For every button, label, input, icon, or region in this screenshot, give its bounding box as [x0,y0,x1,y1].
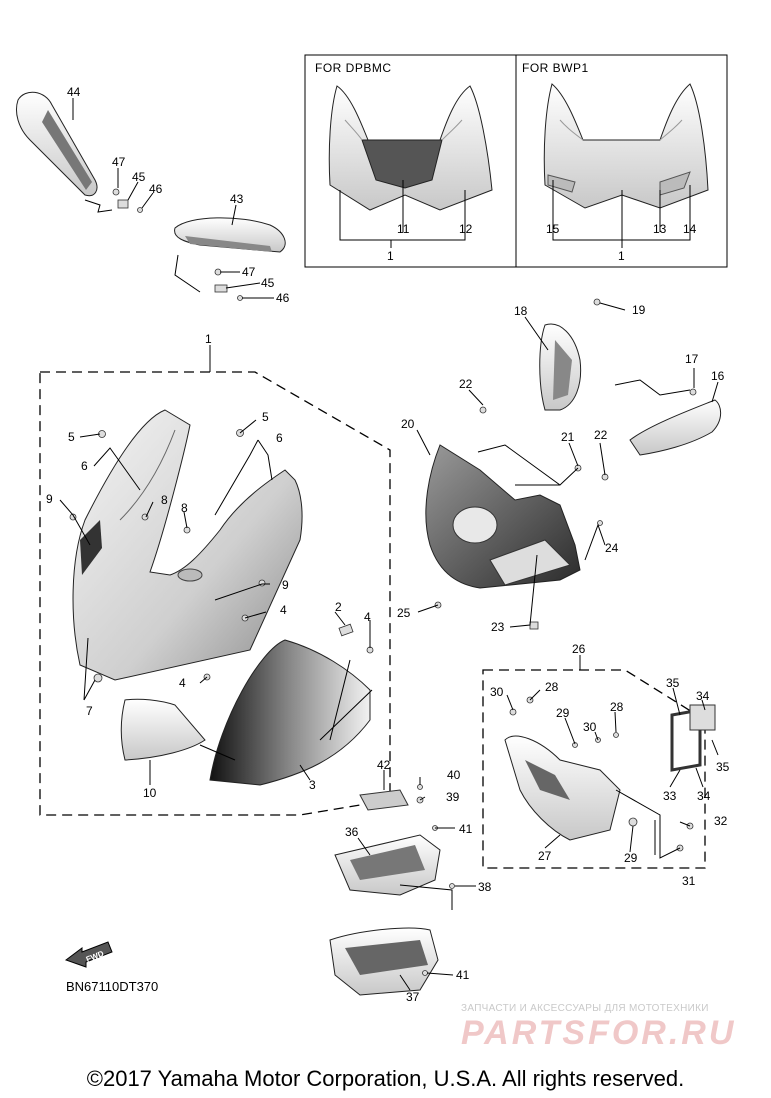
callout-4-right: 4 [364,610,371,624]
inner-frame-illustration [425,406,609,630]
callout-10: 10 [143,786,157,800]
callout-36: 36 [345,825,359,839]
callout-4-upper: 4 [280,603,287,617]
callout-41-bottom: 41 [456,968,470,982]
callout-47-mid: 47 [242,265,256,279]
callout-30-left: 30 [490,685,504,699]
callout-20: 20 [401,417,415,431]
callout-13: 13 [653,222,667,236]
callout-2: 2 [335,600,342,614]
callout-8-left: 8 [161,493,168,507]
callout-46-mid: 46 [276,291,290,305]
mirror-left-illustration [16,91,143,213]
position-light-illustration [614,379,722,456]
callout-28-right: 28 [610,700,624,714]
callout-6-left: 6 [81,459,88,473]
cowl-bwp1-illustration [543,83,709,209]
callout-22-right: 22 [594,428,608,442]
duct-seals-illustration [670,704,716,772]
callout-42: 42 [377,758,391,772]
callout-40: 40 [447,768,461,782]
callout-5-right: 5 [262,410,269,424]
callout-21: 21 [561,430,575,444]
callout-1-assembly: 1 [205,332,212,346]
callout-25: 25 [397,606,411,620]
callout-29-top: 29 [556,706,570,720]
callout-14: 14 [683,222,697,236]
callout-38: 38 [478,880,492,894]
cowling-assembly-group: 1 [39,332,391,816]
callout-28-left: 28 [545,680,559,694]
callout-46-top: 46 [149,182,163,196]
callout-45-mid: 45 [261,276,275,290]
callout-34-top: 34 [696,689,710,703]
copyright-notice: ©2017 Yamaha Motor Corporation, U.S.A. A… [86,1066,685,1091]
callout-5-left: 5 [68,430,75,444]
callout-4-lower: 4 [179,676,186,690]
watermark-brand: PARTSFOR.RU [461,1014,737,1052]
callout-41-top: 41 [459,822,473,836]
callout-8-right: 8 [181,501,188,515]
callout-33: 33 [663,789,677,803]
fwd-arrow-icon: FWD [64,941,113,968]
callout-9-left: 9 [46,492,53,506]
headlight-illustration [539,298,601,411]
watermark-subtitle: ЗАПЧАСТИ И АКСЕССУАРЫ ДЛЯ МОТОТЕХНИКИ [461,1003,709,1014]
inner-panel-36-illustration [334,784,455,896]
callout-47-top: 47 [112,155,126,169]
callout-31: 31 [682,874,696,888]
callout-12: 12 [459,222,473,236]
callout-30-right: 30 [583,720,597,734]
callout-24: 24 [605,541,619,555]
callout-23: 23 [491,620,505,634]
callout-11: 11 [397,222,410,236]
callout-35-top: 35 [666,676,680,690]
callout-34-bottom: 34 [697,789,711,803]
inner-panel-37-illustration [329,927,439,996]
callout-43: 43 [230,192,244,206]
callout-19: 19 [632,303,646,317]
callout-3: 3 [309,778,316,792]
air-duct-assembly-group: 26 [482,642,706,869]
callout-37: 37 [406,990,420,1004]
callout-18: 18 [514,304,528,318]
diagram-code: BN67110DT370 [66,979,159,994]
callout-35-right: 35 [716,760,730,774]
callout-6-right: 6 [276,431,283,445]
callout-26: 26 [572,642,586,656]
callout-27: 27 [538,849,552,863]
callout-45-top: 45 [132,170,146,184]
callout-16: 16 [711,369,725,383]
callout-44: 44 [67,85,81,99]
callout-29-bottom: 29 [624,851,638,865]
callout-7: 7 [86,704,93,718]
variant-dpbmc-title: FOR DPBMC [315,61,392,75]
callout-17: 17 [685,352,699,366]
mirror-right-illustration [174,217,286,301]
callout-1-dpbmc: 1 [387,249,394,263]
callout-15: 15 [546,222,560,236]
callout-32: 32 [714,814,728,828]
variant-inset: FOR DPBMC FOR BWP1 11 12 1 15 13 14 1 [304,54,728,268]
cowl-dpbmc-illustration [328,85,493,211]
callout-39: 39 [446,790,460,804]
variant-bwp1-title: FOR BWP1 [522,61,589,75]
callout-9-right: 9 [282,578,289,592]
callout-1-bwp1: 1 [618,249,625,263]
callout-22-left: 22 [459,377,473,391]
